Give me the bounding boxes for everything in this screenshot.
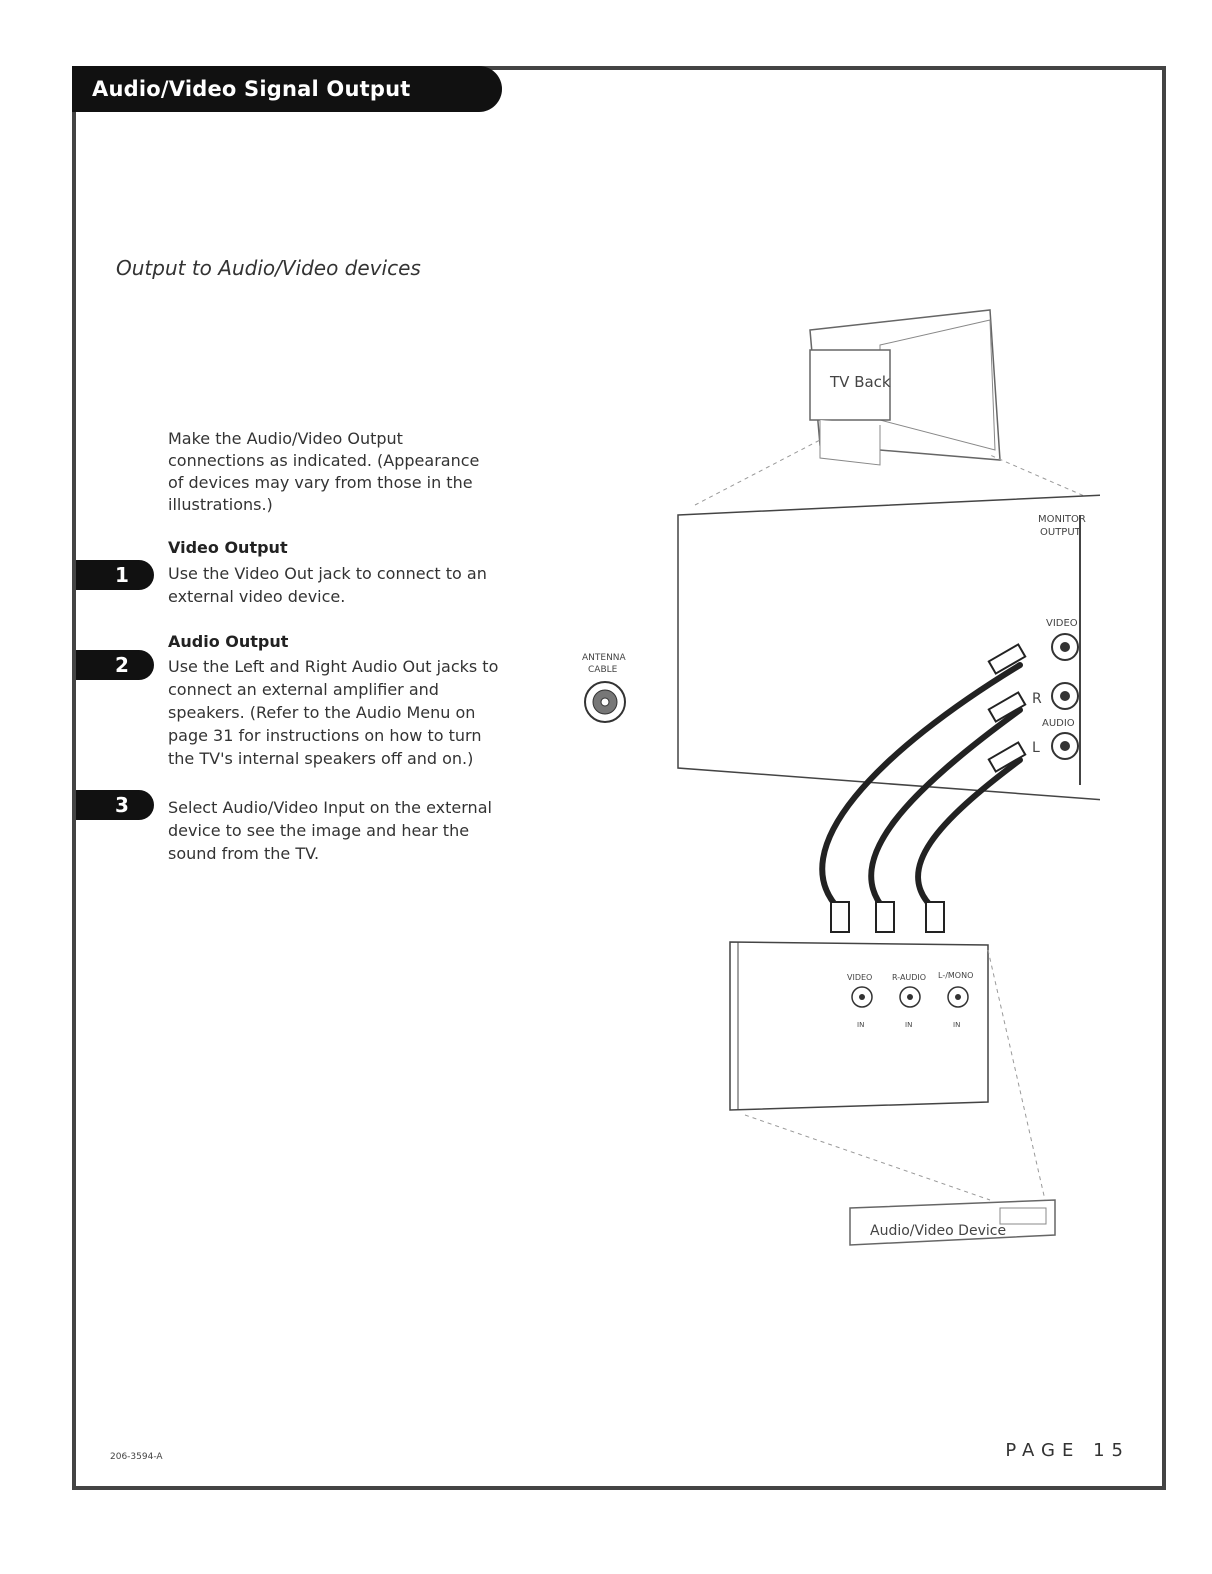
cable-label: CABLE — [588, 665, 618, 675]
audio-jack-label: AUDIO — [1042, 718, 1075, 729]
step-2-heading: Audio Output — [168, 632, 289, 651]
page-border — [72, 66, 1166, 1490]
projection-line — [989, 454, 1100, 504]
step-3-text: Select Audio/Video Input on the external… — [168, 798, 492, 863]
video-jack-label: VIDEO — [1046, 618, 1078, 629]
monitor-output-label-2: OUTPUT — [1040, 527, 1082, 538]
step-2-text: Use the Left and Right Audio Out jacks t… — [168, 657, 499, 768]
monitor-output-label: MONITOR — [1038, 514, 1086, 525]
connection-diagram: TV Back MONITOR OUTPUT VIDEO R AUDIO L A… — [582, 309, 1100, 1246]
antenna-cable-jack: ANTENNA CABLE — [582, 653, 627, 723]
step-1-badge: 1 — [76, 560, 154, 590]
l-jack-label: L — [1032, 740, 1040, 756]
step-1-text: Use the Video Out jack to connect to an … — [168, 564, 487, 606]
antenna-label: ANTENNA — [582, 653, 627, 663]
device-input-panel: VIDEO R-AUDIO L-/MONO IN IN IN — [729, 941, 989, 1111]
step-2-badge: 2 — [76, 650, 154, 680]
step-3-badge: 3 — [76, 790, 154, 820]
projection-line — [744, 1114, 991, 1201]
tv-back-illustration: TV Back — [809, 309, 1001, 466]
page-number: PAGE 15 — [1005, 1440, 1130, 1461]
in-jack-video-label: VIDEO — [847, 973, 872, 982]
in-label: IN — [953, 1021, 960, 1029]
step-1-heading: Video Output — [168, 538, 288, 557]
tv-back-label: TV Back — [829, 373, 891, 391]
section-title: Audio/Video Signal Output — [72, 66, 502, 112]
document-code: 206-3594-A — [110, 1452, 163, 1462]
rca-plugs — [830, 643, 1027, 933]
rca-cables — [819, 662, 1023, 913]
subtitle: Output to Audio/Video devices — [116, 256, 421, 280]
projection-line — [694, 439, 821, 506]
in-jack-r-audio-label: R-AUDIO — [892, 973, 926, 982]
in-label: IN — [905, 1021, 912, 1029]
r-jack-label: R — [1032, 691, 1042, 707]
projection-line — [987, 949, 1046, 1201]
in-jack-l-mono-label: L-/MONO — [938, 971, 973, 980]
tv-jack-panel: MONITOR OUTPUT VIDEO R AUDIO L — [677, 494, 1100, 801]
in-label: IN — [857, 1021, 864, 1029]
device-label: Audio/Video Device — [870, 1223, 1006, 1239]
intro-text: Make the Audio/Video Output connections … — [168, 429, 480, 514]
audio-video-device-illustration: Audio/Video Device — [849, 1199, 1056, 1246]
